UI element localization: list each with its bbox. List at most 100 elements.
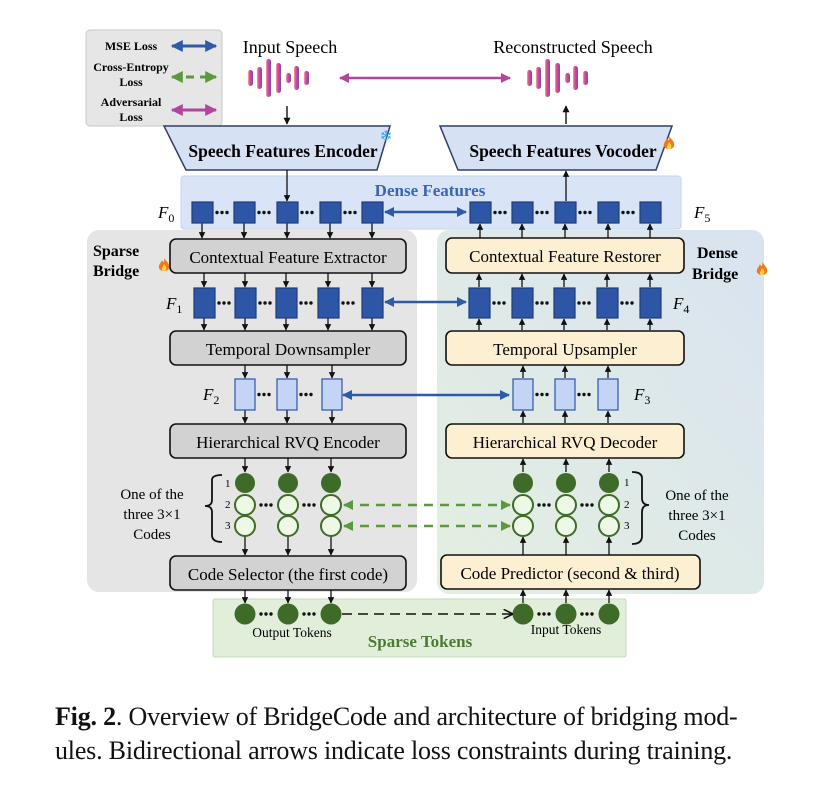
code-row-number-left-1: 1 bbox=[225, 478, 231, 490]
encoder-code-node-filled bbox=[235, 473, 255, 493]
flame-inner bbox=[161, 264, 167, 272]
input-speech-label: Input Speech bbox=[243, 37, 337, 57]
waveform-bar bbox=[248, 70, 253, 86]
decoder-code-node-open bbox=[555, 494, 577, 516]
brace-label-left-line3: Codes bbox=[133, 527, 171, 543]
f5-ellipsis bbox=[493, 210, 507, 215]
legend-adv-label-line2: Loss bbox=[119, 110, 143, 124]
legend-adv-label-line1: Adversarial bbox=[101, 95, 162, 109]
input-speech-waveform-icon bbox=[248, 59, 309, 97]
waveform-bar bbox=[536, 67, 541, 89]
encoder-code-node-open bbox=[234, 515, 256, 537]
speech-features-vocoder: Speech Features Vocoder bbox=[438, 125, 675, 171]
f2-block bbox=[276, 378, 298, 411]
encoder-code-ellipsis bbox=[259, 503, 273, 507]
waveform-bar bbox=[286, 73, 291, 83]
output-token bbox=[277, 603, 299, 625]
code-nodes bbox=[234, 473, 620, 625]
f4-block bbox=[553, 287, 576, 319]
output-token-ellipsis bbox=[302, 612, 316, 616]
f3-block bbox=[597, 378, 619, 411]
output-token-ellipsis bbox=[259, 612, 273, 616]
figure-caption: Fig. 2. Overview of BridgeCode and archi… bbox=[55, 700, 795, 768]
codes-brace-left: One of the three 3×1 Codes bbox=[120, 474, 223, 543]
f5-block bbox=[469, 201, 492, 224]
feature-label-f3: F3 bbox=[633, 385, 650, 407]
vocoder-label: Speech Features Vocoder bbox=[469, 141, 657, 161]
f1-block bbox=[234, 287, 257, 319]
module-contextual-feature-extractor: Contextual Feature Extractor bbox=[169, 238, 407, 274]
encoder-code-node-open bbox=[320, 494, 342, 516]
svg-text:Code Selector (the first code): Code Selector (the first code) bbox=[188, 565, 388, 584]
f0-block bbox=[276, 201, 299, 224]
waveform-bar bbox=[257, 67, 262, 89]
f4-ellipsis bbox=[620, 301, 634, 305]
output-token bbox=[234, 603, 256, 625]
reconstructed-speech-label: Reconstructed Speech bbox=[493, 37, 652, 57]
input-token-ellipsis bbox=[537, 612, 551, 616]
code-row-number-left-3: 3 bbox=[225, 520, 231, 532]
feature-label-f0: F0 bbox=[157, 203, 174, 225]
waveform-bar bbox=[294, 66, 299, 90]
f4-ellipsis bbox=[492, 301, 506, 305]
feature-label-f4: F4 bbox=[672, 294, 689, 316]
brace-label-right-line2: three 3×1 bbox=[668, 508, 725, 524]
waveform-bar bbox=[555, 63, 560, 93]
sparse-tokens-label: Sparse Tokens bbox=[368, 632, 473, 651]
sparse-bridge-fire-icon bbox=[158, 258, 170, 272]
f5-block bbox=[639, 201, 662, 224]
decoder-code-node-filled bbox=[556, 473, 576, 493]
f3-block bbox=[554, 378, 576, 411]
code-row-number-right-3: 3 bbox=[624, 520, 630, 532]
waveform-bar bbox=[583, 71, 588, 85]
f4-ellipsis bbox=[577, 301, 591, 305]
waveform-bar bbox=[527, 70, 532, 86]
f0-ellipsis bbox=[257, 210, 271, 215]
input-token bbox=[512, 603, 534, 625]
f0-block bbox=[361, 201, 384, 224]
svg-text:Contextual Feature Extractor: Contextual Feature Extractor bbox=[189, 248, 387, 267]
feature-label-f5: F5 bbox=[693, 203, 710, 225]
f0-block bbox=[319, 201, 342, 224]
svg-text:Contextual Feature Restorer: Contextual Feature Restorer bbox=[469, 247, 661, 266]
code-row-number-right-2: 2 bbox=[624, 499, 630, 511]
waveform-bar bbox=[565, 73, 570, 83]
decoder-code-node-open bbox=[512, 515, 534, 537]
codes-brace-right: One of the three 3×1 Codes bbox=[631, 471, 729, 545]
dense-bridge-title-line1: Dense bbox=[697, 245, 738, 262]
waveform-bar bbox=[573, 66, 578, 90]
waveform-bar bbox=[276, 63, 281, 93]
module-hierarchical-rvq-encoder: Hierarchical RVQ Encoder bbox=[169, 423, 407, 459]
decoder-code-node-open bbox=[512, 494, 534, 516]
vocoder-fire-icon bbox=[663, 136, 675, 150]
code-row-number-left-2: 2 bbox=[225, 499, 231, 511]
caption-text-line1: . Overview of BridgeCode and architectur… bbox=[115, 702, 738, 731]
f1-block bbox=[275, 287, 298, 319]
f5-ellipsis bbox=[578, 210, 592, 215]
input-token bbox=[598, 603, 620, 625]
encoder-code-node-open bbox=[320, 515, 342, 537]
f1-ellipsis bbox=[258, 301, 272, 305]
module-code-selector: Code Selector (the first code) bbox=[169, 555, 407, 591]
decoder-code-node-open bbox=[598, 494, 620, 516]
flame-inner bbox=[666, 142, 672, 150]
f1-ellipsis bbox=[341, 301, 355, 305]
feature-label-f1: F1 bbox=[165, 294, 182, 316]
legend-box bbox=[85, 29, 223, 127]
brace-label-right-line3: Codes bbox=[678, 528, 716, 544]
f3-ellipsis bbox=[535, 392, 549, 397]
brace-label-left-line1: One of the bbox=[120, 487, 184, 503]
input-token bbox=[555, 603, 577, 625]
bridgecode-architecture-diagram: MSE Loss Cross-Entropy Loss Adversarial … bbox=[85, 29, 768, 658]
f5-block bbox=[597, 201, 620, 224]
legend-ce-label-line1: Cross-Entropy bbox=[93, 60, 169, 74]
waveform-bar bbox=[266, 59, 271, 97]
feature-blocks bbox=[191, 201, 662, 411]
f3-ellipsis bbox=[577, 392, 591, 397]
f5-ellipsis bbox=[621, 210, 635, 215]
f2-ellipsis bbox=[257, 392, 271, 397]
f0-ellipsis bbox=[300, 210, 314, 215]
f0-block bbox=[191, 201, 214, 224]
f1-block bbox=[193, 287, 216, 319]
decoder-code-ellipsis bbox=[580, 503, 594, 507]
